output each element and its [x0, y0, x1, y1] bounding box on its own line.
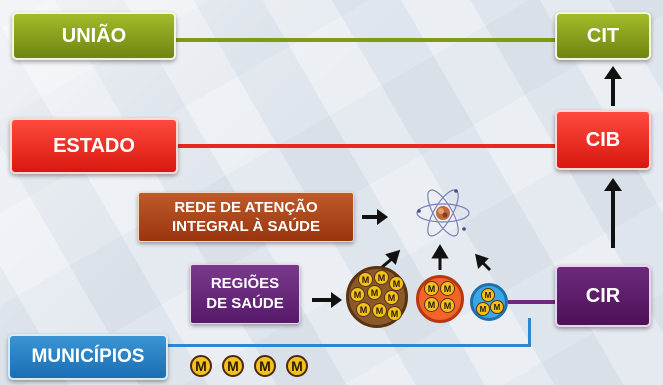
- uniao-box: UNIÃO: [12, 12, 176, 60]
- cib-label: CIB: [585, 128, 621, 151]
- regions-cir-connector: [508, 300, 556, 304]
- regioes-line1: REGIÕES: [210, 275, 280, 292]
- municipio-badge: M: [387, 306, 402, 321]
- uniao-label: UNIÃO: [61, 24, 127, 47]
- cir-box: CIR: [555, 265, 651, 327]
- regioes-box: REGIÕES DE SAÚDE: [190, 264, 300, 324]
- municipio-badge: M: [490, 300, 504, 314]
- municipios-connector: [168, 344, 530, 347]
- cluster3-arrowhead-icon: [475, 253, 489, 270]
- cit-box: CIT: [555, 12, 651, 60]
- municipio-badge: M: [356, 302, 371, 317]
- cir-label: CIR: [585, 284, 621, 307]
- rede-line2: INTEGRAL À SAÚDE: [171, 218, 321, 235]
- cir-to-cib-arrow-icon: [604, 178, 622, 248]
- region-cluster-medium: [416, 275, 464, 323]
- rede-line1: REDE DE ATENÇÃO: [174, 199, 318, 216]
- cib-to-cit-arrow-icon: [604, 66, 622, 106]
- estado-cib-connector: [178, 144, 556, 148]
- regioes-line2: DE SAÚDE: [206, 295, 284, 312]
- municipios-label: MUNICÍPIOS: [31, 346, 145, 367]
- municipio-badge: M: [350, 287, 365, 302]
- municipio-badge: M: [286, 355, 308, 377]
- municipio-badge: M: [358, 272, 373, 287]
- estado-label: ESTADO: [53, 134, 135, 157]
- estado-box: ESTADO: [10, 118, 178, 174]
- municipio-badge: M: [424, 281, 439, 296]
- municipio-badge: M: [222, 355, 244, 377]
- rede-atencao-box: REDE DE ATENÇÃO INTEGRAL À SAÚDE: [138, 192, 354, 242]
- rede-to-atom-arrow-icon: [362, 209, 388, 225]
- regioes-to-cluster-arrow-icon: [312, 292, 342, 308]
- cluster2-arrowhead-icon: [431, 244, 449, 259]
- municipio-badge: M: [481, 288, 495, 302]
- municipio-badge: M: [440, 281, 455, 296]
- municipio-badge: M: [374, 270, 389, 285]
- municipio-badge: M: [476, 302, 490, 316]
- municipio-badge: M: [384, 290, 399, 305]
- municipio-badge: M: [389, 276, 404, 291]
- atom-icon: [416, 189, 470, 237]
- municipio-badge: M: [367, 285, 382, 300]
- municipio-badge: M: [440, 298, 455, 313]
- cit-label: CIT: [586, 24, 620, 47]
- cib-box: CIB: [555, 110, 651, 170]
- municipios-box: MUNICÍPIOS: [8, 334, 168, 380]
- municipios-connector-vertical: [528, 318, 531, 347]
- cluster1-arrowhead-icon: [385, 249, 401, 265]
- municipio-badge: M: [190, 355, 212, 377]
- municipio-badge: M: [424, 297, 439, 312]
- municipio-badge: M: [254, 355, 276, 377]
- uniao-cit-connector: [176, 38, 556, 42]
- municipio-badge: M: [372, 303, 387, 318]
